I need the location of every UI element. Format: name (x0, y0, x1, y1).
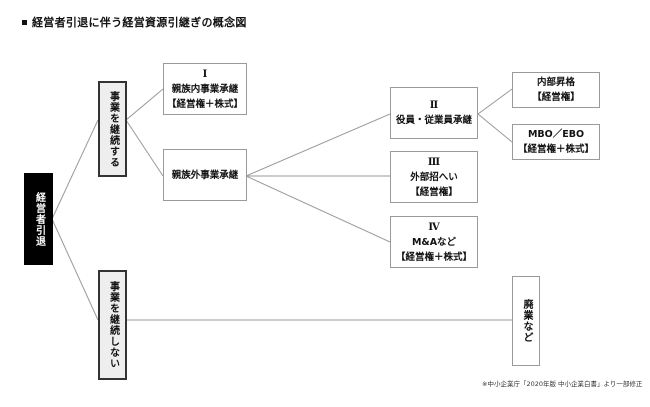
title-text: 経営者引退に伴う経営資源引継ぎの概念図 (32, 16, 247, 29)
connector-continue-nonfamily (125, 119, 164, 177)
node-mbo-ebo: MBO／EBO 【経営権＋株式】 (512, 124, 600, 160)
node-ma: Ⅳ M&Aなど 【経営権＋株式】 (390, 216, 478, 268)
numeral-2: Ⅱ (429, 100, 439, 111)
nonfamily-label: 親族外事業承継 (171, 169, 239, 181)
ma-label: M&Aなど (411, 236, 457, 248)
internal-label: 内部昇格 (536, 77, 575, 88)
mbo-sub: 【経営権＋株式】 (517, 144, 594, 155)
node-nonfamily-succession: 親族外事業承継 (163, 149, 247, 201)
numeral-4: Ⅳ (428, 221, 440, 233)
employee-label: 役員・従業員承継 (395, 115, 472, 126)
bullet-square-icon (22, 19, 27, 25)
root-node-owner-retirement: 経営者引退 (24, 173, 53, 265)
connector-nonfamily-employee (245, 113, 391, 177)
mbo-label: MBO／EBO (527, 129, 585, 140)
branch-discontinue-business: 事業を継続しない (98, 270, 127, 380)
closure-label: 廃業など (521, 299, 532, 343)
node-closure: 廃業など (512, 276, 540, 366)
connector-employee-mbo (477, 113, 513, 143)
family-label: 親族内事業承継 (171, 83, 239, 95)
connector-employee-internal (477, 88, 513, 115)
connector-root-continue (51, 119, 99, 220)
node-family-succession: I 親族内事業承継 【経営権＋株式】 (163, 63, 247, 115)
diagram-title: 経営者引退に伴う経営資源引継ぎの概念図 (22, 14, 247, 30)
numeral-3: Ⅲ (427, 156, 441, 168)
external-sub: 【経営権】 (410, 186, 458, 198)
branch-continue-label: 事業を継続する (107, 90, 119, 168)
ma-sub: 【経営権＋株式】 (395, 251, 472, 263)
numeral-1: I (202, 68, 208, 80)
node-external-recruitment: Ⅲ 外部招へい 【経営権】 (390, 151, 478, 203)
node-employee-succession: Ⅱ 役員・従業員承継 (390, 87, 478, 139)
internal-sub: 【経営権】 (532, 92, 580, 103)
root-label: 経営者引退 (33, 191, 45, 247)
source-note: ※中小企業庁「2020年版 中小企業白書」より一部修正 (482, 380, 643, 388)
node-internal-promotion: 内部昇格 【経営権】 (512, 72, 600, 108)
connector-nonfamily-ma (245, 175, 391, 243)
branch-continue-business: 事業を継続する (98, 81, 127, 177)
connector-root-discontinue (51, 218, 99, 321)
connector-continue-family (125, 88, 164, 121)
external-label: 外部招へい (410, 171, 458, 183)
branch-discontinue-label: 事業を継続しない (107, 281, 119, 369)
family-sub: 【経営権＋株式】 (166, 98, 243, 110)
